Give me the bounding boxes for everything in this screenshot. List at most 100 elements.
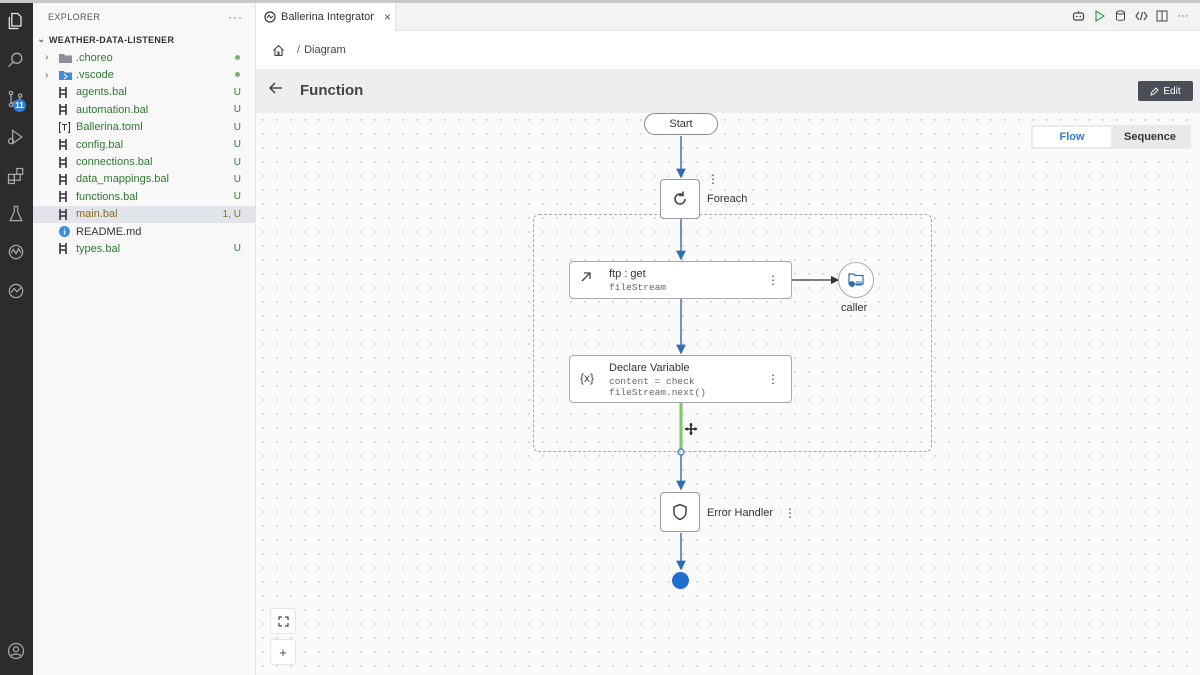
git-status: U (233, 139, 241, 151)
git-status: U (233, 243, 241, 255)
source-control-icon[interactable] (4, 87, 28, 111)
diagram-canvas[interactable]: Flow Sequence Start ⋮ Foreach ftp : get … (256, 113, 1200, 675)
git-status: U (233, 156, 241, 168)
foreach-menu-icon[interactable]: ⋮ (707, 172, 719, 186)
toml-file-icon (59, 121, 76, 133)
caller-connection-node[interactable] (838, 262, 874, 298)
file-name: data_mappings.bal (76, 173, 169, 186)
file-name: .choreo (76, 51, 113, 64)
git-status: U (233, 173, 241, 185)
ftp-title: ftp : get (609, 268, 646, 280)
copilot-icon[interactable] (1071, 9, 1085, 23)
more-actions-icon[interactable]: ··· (1177, 10, 1189, 22)
tab-ballerina-integrator[interactable]: Ballerina Integrator × (256, 3, 396, 31)
home-icon[interactable] (272, 44, 285, 57)
git-status: U (233, 121, 241, 133)
ftp-get-node[interactable]: ftp : get fileStream ⋮ (569, 261, 792, 299)
explorer-header: EXPLORER ··· (33, 3, 255, 30)
ballerina-logo-icon (264, 11, 276, 23)
edit-button-label: Edit (1163, 85, 1181, 97)
split-editor-icon[interactable] (1155, 9, 1169, 23)
declare-variable-node[interactable]: {x} Declare Variable content = check fil… (569, 355, 792, 403)
tree-item-main-bal[interactable]: main.bal 1, U (33, 205, 255, 223)
ballerina-file-icon (59, 86, 76, 98)
testing-flask-icon[interactable] (4, 202, 28, 226)
extensions-icon[interactable] (4, 164, 28, 188)
loop-icon (671, 190, 689, 208)
file-name: types.bal (76, 242, 121, 255)
search-icon[interactable] (4, 48, 28, 72)
file-name: agents.bal (76, 86, 127, 99)
ballerina-bi-icon[interactable] (4, 279, 28, 303)
tree-item-types-bal[interactable]: types.bal U (33, 240, 255, 257)
edit-button[interactable]: Edit (1138, 81, 1193, 101)
start-node[interactable]: Start (644, 113, 718, 135)
tab-sequence[interactable]: Sequence (1124, 131, 1176, 143)
git-status: 1, U (222, 208, 241, 220)
window-top-border (0, 0, 1200, 3)
ftp-menu-icon[interactable]: ⋮ (767, 273, 779, 287)
activity-bar: 11 (0, 3, 33, 675)
file-name: .vscode (76, 69, 114, 82)
breadcrumb-current[interactable]: Diagram (304, 44, 346, 56)
project-root-label: WEATHER-DATA-LISTENER (49, 34, 175, 45)
tree-item-vscode[interactable]: › .vscode (33, 66, 255, 83)
error-handler-menu-icon[interactable]: ⋮ (784, 506, 796, 520)
explorer-panel: EXPLORER ··· ⌄ WEATHER-DATA-LISTENER › .… (33, 3, 256, 675)
project-root-folder[interactable]: ⌄ WEATHER-DATA-LISTENER (33, 30, 255, 49)
error-handler-node[interactable] (660, 492, 700, 532)
tree-item-agents-bal[interactable]: agents.bal U (33, 84, 255, 101)
editor-tab-bar: Ballerina Integrator × ··· (256, 3, 1200, 31)
error-handler-label: Error Handler (707, 507, 774, 519)
foreach-node[interactable] (660, 179, 700, 219)
chevron-right-icon: › (45, 52, 49, 64)
file-name: functions.bal (76, 190, 138, 203)
ballerina-file-icon (59, 208, 76, 220)
start-label: Start (669, 118, 693, 130)
tree-item-functions-bal[interactable]: functions.bal U (33, 188, 255, 205)
declare-title: Declare Variable (609, 362, 690, 374)
run-icon[interactable] (1092, 9, 1106, 23)
ftp-connection-icon (846, 271, 866, 289)
explorer-more-icon[interactable]: ··· (228, 9, 243, 24)
explorer-title: EXPLORER (48, 11, 101, 22)
ftp-subtitle: fileStream (609, 282, 667, 293)
vscode-folder-icon (59, 70, 76, 81)
declare-menu-icon[interactable]: ⋮ (767, 372, 779, 386)
code-view-icon[interactable] (1134, 9, 1148, 23)
file-name: Ballerina.toml (76, 121, 143, 134)
tree-item-readme-md[interactable]: README.md (33, 223, 255, 240)
file-name: connections.bal (76, 156, 153, 169)
run-debug-icon[interactable] (4, 125, 28, 149)
account-icon[interactable] (4, 639, 28, 663)
tree-item-automation-bal[interactable]: automation.bal U (33, 101, 255, 118)
ballerina-file-icon (59, 104, 76, 116)
ballerina-file-icon (59, 243, 76, 255)
close-icon[interactable]: × (383, 10, 391, 24)
explorer-files-icon[interactable] (4, 9, 28, 33)
foreach-loop-body (533, 214, 932, 452)
tab-flow[interactable]: Flow (1033, 127, 1111, 147)
ballerina-mi-icon[interactable] (4, 240, 28, 264)
file-name: README.md (76, 225, 142, 238)
back-arrow-icon[interactable] (268, 80, 284, 101)
tree-item-config-bal[interactable]: config.bal U (33, 136, 255, 153)
ballerina-file-icon (59, 139, 76, 151)
tab-label: Ballerina Integrator (281, 11, 374, 23)
variable-icon: {x} (580, 371, 595, 385)
arrow-up-right-icon (580, 271, 592, 286)
tree-item-data-mappings-bal[interactable]: data_mappings.bal U (33, 171, 255, 188)
tree-item-choreo[interactable]: › .choreo (33, 49, 255, 66)
database-icon[interactable] (1113, 9, 1127, 23)
tree-item-connections-bal[interactable]: connections.bal U (33, 153, 255, 170)
fit-to-screen-button[interactable] (270, 608, 296, 634)
zoom-in-button[interactable]: + (270, 639, 296, 665)
plus-icon: + (279, 644, 287, 660)
ballerina-file-icon (59, 173, 76, 185)
page-title: Function (300, 82, 364, 99)
tree-item-ballerina-toml[interactable]: Ballerina.toml U (33, 119, 255, 136)
file-name: config.bal (76, 138, 124, 151)
view-toggle: Flow Sequence (1031, 125, 1191, 149)
diagram-header: Function Edit (256, 69, 1200, 113)
foreach-label: Foreach (707, 193, 748, 205)
